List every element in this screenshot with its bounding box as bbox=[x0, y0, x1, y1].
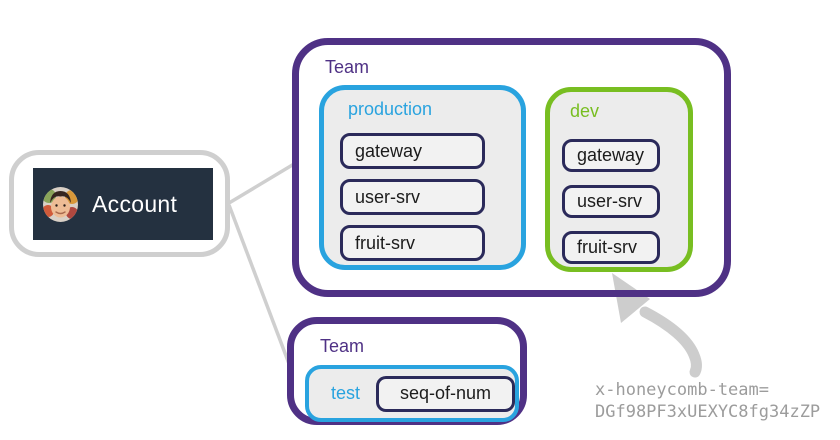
service-fruit-srv[interactable]: fruit-srv bbox=[340, 225, 485, 261]
env-production: production gateway user-srv fruit-srv bbox=[319, 85, 526, 270]
annotation-text: x-honeycomb-team= DGf98PF3xUEXYC8fg34zZP bbox=[595, 379, 820, 423]
account-label: Account bbox=[92, 190, 178, 217]
env-test-label: test bbox=[331, 383, 361, 403]
account-box[interactable]: Account bbox=[33, 168, 213, 240]
env-test: test seq-of-num bbox=[305, 365, 519, 422]
curved-arrow-icon bbox=[612, 273, 702, 378]
service-user-srv[interactable]: user-srv bbox=[340, 179, 485, 215]
team-label: Team bbox=[320, 336, 365, 356]
service-seq-of-num[interactable]: seq-of-num bbox=[376, 375, 515, 412]
env-dev: dev gateway user-srv fruit-srv bbox=[545, 87, 693, 272]
avatar bbox=[43, 186, 78, 222]
team-box-2: Team test seq-of-num bbox=[287, 317, 527, 425]
service-gateway[interactable]: gateway bbox=[562, 139, 660, 172]
annotation-line-2: DGf98PF3xUEXYC8fg34zZP bbox=[595, 402, 821, 422]
connector-line-top bbox=[228, 162, 295, 205]
service-fruit-srv[interactable]: fruit-srv bbox=[562, 231, 660, 264]
account-node: Account bbox=[9, 150, 230, 257]
team-box-1: Team production gateway user-srv fruit-s… bbox=[292, 38, 731, 297]
annotation-line-1: x-honeycomb-team= bbox=[595, 380, 769, 400]
env-dev-label: dev bbox=[570, 101, 600, 121]
service-gateway[interactable]: gateway bbox=[340, 133, 485, 169]
env-production-label: production bbox=[348, 99, 433, 119]
service-user-srv[interactable]: user-srv bbox=[562, 185, 660, 218]
connector-line-bottom bbox=[227, 204, 293, 370]
team-label: Team bbox=[325, 57, 370, 77]
